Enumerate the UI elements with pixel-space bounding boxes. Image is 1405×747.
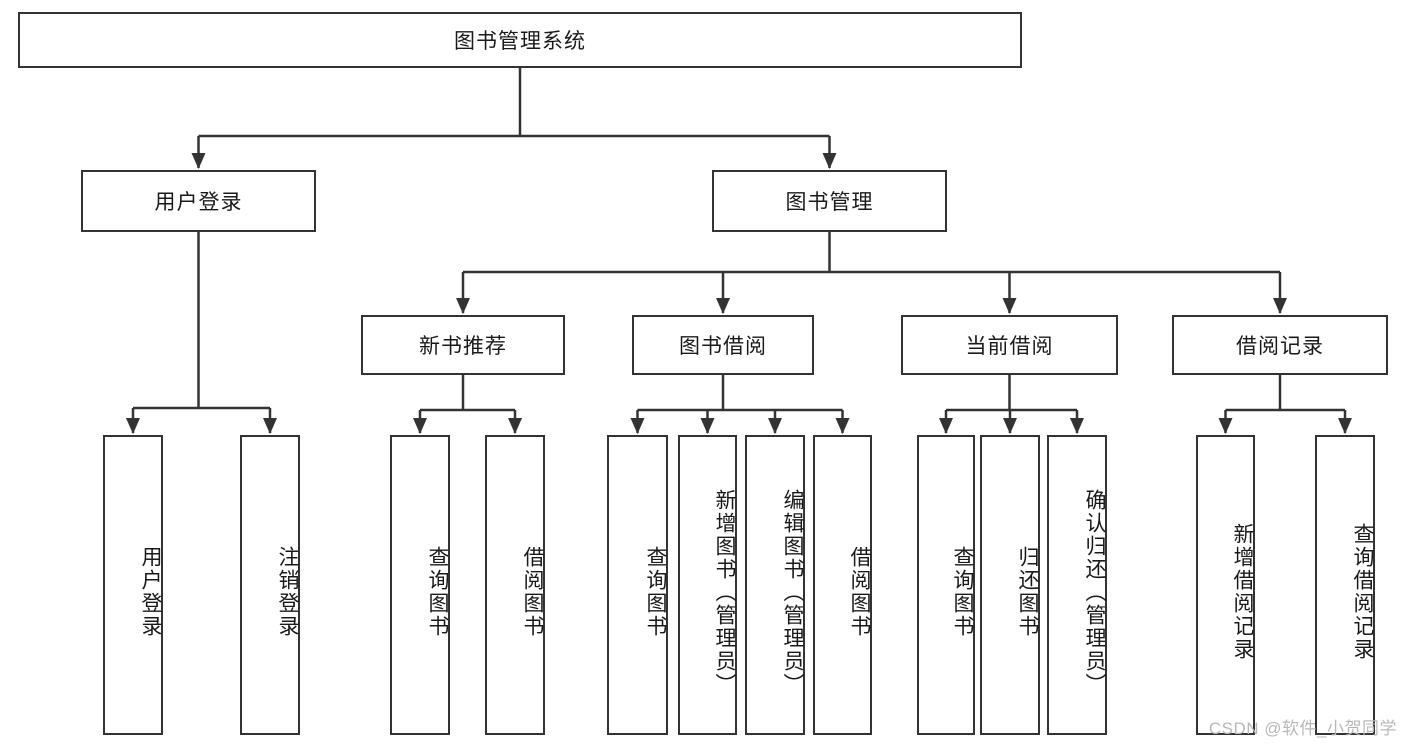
- node-label: 查询图书: [426, 546, 449, 638]
- node-label: 编辑图书（管理员）: [781, 488, 804, 696]
- node-label: 新增借阅记录: [1231, 523, 1254, 661]
- node-label: 借阅记录: [1236, 335, 1324, 358]
- branch-node: 用户登录: [81, 170, 316, 232]
- leaf-node: 用户登录: [103, 435, 163, 735]
- node-label: 图书借阅: [679, 335, 767, 358]
- node-label: 当前借阅: [965, 335, 1054, 358]
- branch-node: 当前借阅: [901, 315, 1118, 375]
- branch-node: 图书借阅: [632, 315, 814, 375]
- node-label: 借阅图书: [848, 546, 871, 638]
- node-label: 新增图书（管理员）: [713, 488, 736, 696]
- node-label: 归还图书: [1016, 546, 1039, 638]
- node-label: 查询图书: [644, 546, 667, 638]
- watermark-label: CSDN @软件_小贺同学: [1208, 719, 1397, 738]
- leaf-node: 归还图书: [980, 435, 1040, 735]
- node-label: 新书推荐: [419, 335, 507, 358]
- root-node: 图书管理系统: [18, 12, 1022, 68]
- leaf-node: 查询借阅记录: [1315, 435, 1375, 735]
- node-label: 用户登录: [154, 191, 243, 214]
- leaf-node: 注销登录: [240, 435, 300, 735]
- leaf-node: 确认归还（管理员）: [1047, 435, 1107, 735]
- leaf-node: 借阅图书: [485, 435, 545, 735]
- branch-node: 借阅记录: [1172, 315, 1388, 375]
- node-label: 确认归还（管理员）: [1083, 488, 1106, 696]
- node-label: 用户登录: [139, 546, 162, 638]
- node-label: 借阅图书: [521, 546, 544, 638]
- leaf-node: 新增借阅记录: [1196, 435, 1255, 735]
- leaf-node: 借阅图书: [813, 435, 872, 735]
- leaf-node: 查询图书: [607, 435, 668, 735]
- node-label: 查询图书: [951, 546, 974, 638]
- leaf-node: 查询图书: [390, 435, 450, 735]
- leaf-node: 查询图书: [917, 435, 975, 735]
- branch-node: 图书管理: [712, 170, 947, 232]
- node-label: 图书管理: [785, 191, 874, 214]
- leaf-node: 新增图书（管理员）: [678, 435, 737, 735]
- node-label: 图书管理系统: [454, 30, 586, 53]
- branch-node: 新书推荐: [361, 315, 565, 375]
- node-label: 查询借阅记录: [1351, 523, 1374, 661]
- node-label: 注销登录: [276, 546, 299, 638]
- leaf-node: 编辑图书（管理员）: [745, 435, 805, 735]
